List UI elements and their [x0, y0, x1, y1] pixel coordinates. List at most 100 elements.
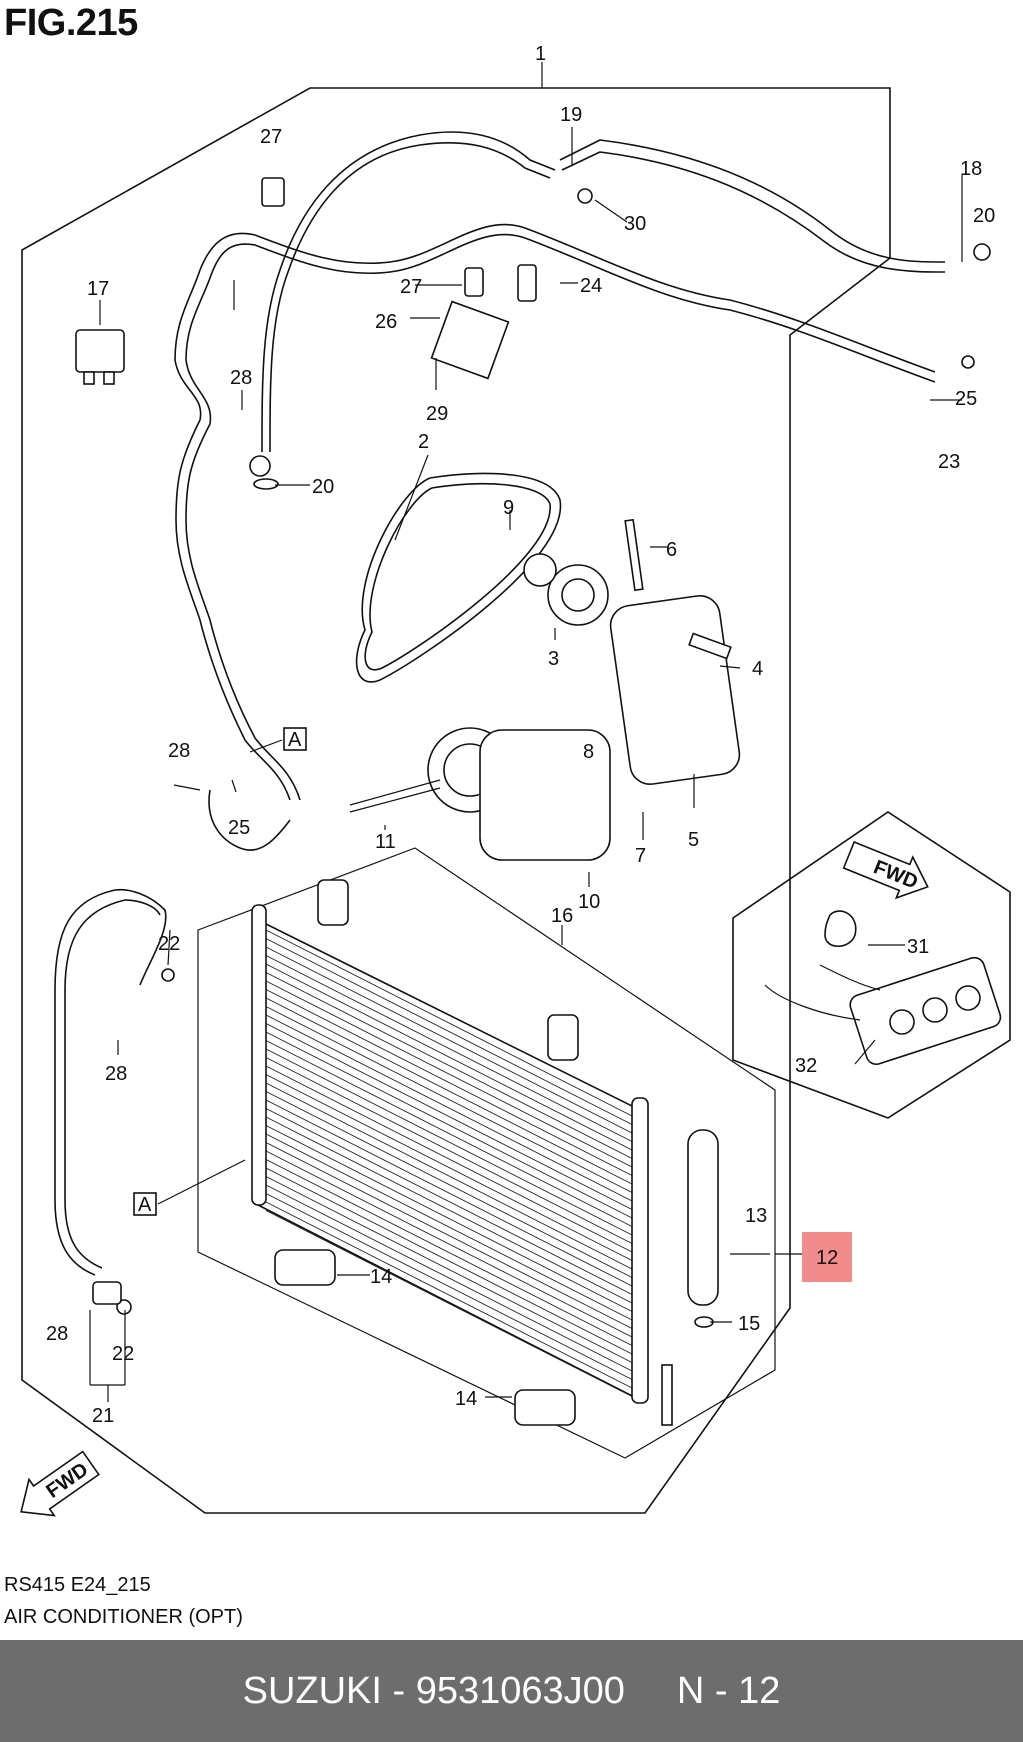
ac-compressor — [479, 729, 611, 861]
condenser-fin — [265, 1082, 633, 1270]
receiver-drier — [687, 1129, 719, 1306]
callout-23: 23 — [938, 451, 960, 473]
callout-14b: 14 — [455, 1388, 477, 1410]
condenser-fin — [265, 972, 633, 1159]
callout-19: 19 — [560, 104, 582, 126]
condenser-fin — [265, 980, 633, 1168]
condenser-fin — [265, 938, 633, 1125]
ref-box-a-top — [283, 727, 307, 751]
callout-10: 10 — [578, 891, 600, 913]
bolt-15 — [661, 1364, 673, 1426]
callout-18: 18 — [960, 158, 982, 180]
condenser-fin — [265, 1125, 633, 1312]
condenser-fin — [265, 955, 633, 1142]
bracket-clip-27 — [261, 177, 285, 207]
condenser — [251, 879, 649, 1404]
condenser-fin — [265, 1201, 633, 1389]
callout-28b: 28 — [168, 740, 190, 762]
condenser-fin — [265, 989, 633, 1176]
callout-28a: 28 — [230, 367, 252, 389]
callout-6: 6 — [666, 539, 677, 561]
callout-12: 12 — [816, 1247, 838, 1269]
pulley-washer — [523, 553, 557, 587]
callout-27a: 27 — [260, 126, 282, 148]
callout-3: 3 — [548, 648, 559, 670]
left-liquid-pipe — [174, 232, 291, 801]
callout-26: 26 — [375, 311, 397, 333]
figure-title: FIG.215 — [4, 2, 138, 44]
condenser-fin — [265, 997, 633, 1185]
condenser-group-boundary — [197, 847, 776, 1459]
compressor-bracket — [609, 595, 741, 785]
diagram-code: RS415 E24_215 — [4, 1574, 151, 1596]
callout-28c: 28 — [105, 1063, 127, 1085]
relay — [75, 329, 125, 373]
condenser-fin — [265, 1193, 633, 1380]
assembly-boundary — [21, 87, 891, 1514]
condenser-fin — [265, 1133, 633, 1321]
callout-22b: 22 — [112, 1343, 134, 1365]
condenser-fin — [265, 1065, 633, 1253]
callout-9: 9 — [503, 497, 514, 519]
condenser-fin — [265, 1116, 633, 1304]
ref-a-top: A — [288, 729, 302, 751]
callout-32: 32 — [795, 1055, 817, 1077]
bolt-6 — [624, 518, 644, 592]
highlight-box — [802, 1232, 852, 1282]
condenser-fin — [265, 1074, 633, 1261]
discharge-hose — [54, 889, 116, 1276]
control-knob-31 — [824, 910, 857, 948]
condenser-fin — [265, 1031, 633, 1219]
condenser-fin — [265, 1108, 633, 1295]
callout-24: 24 — [580, 275, 602, 297]
callout-7: 7 — [635, 845, 646, 867]
callout-11: 11 — [375, 831, 396, 853]
callout-25a: 25 — [955, 388, 977, 410]
callout-25b: 25 — [228, 817, 250, 839]
ref-box-a-bottom — [133, 1192, 157, 1216]
callout-20b: 20 — [312, 476, 334, 498]
callout-labels: 1 2 3 4 5 6 7 8 9 10 11 13 14 14 15 16 1… — [46, 43, 995, 1427]
condenser-fin — [265, 929, 633, 1117]
callout-2: 2 — [418, 431, 429, 453]
callout-27b: 27 — [400, 276, 422, 298]
condenser-fin — [265, 1040, 633, 1227]
fwd-arrow-icon: FWD — [20, 1450, 100, 1517]
page-number-text: N - 12 — [676, 1669, 781, 1712]
ref-a-bottom: A — [138, 1194, 152, 1216]
panel-cable — [764, 984, 861, 1021]
pressure-switch — [517, 264, 537, 302]
callout-22a: 22 — [158, 933, 180, 955]
condenser-fin — [265, 1184, 633, 1372]
condenser-fin — [265, 1159, 633, 1346]
condenser-fin — [265, 1142, 633, 1329]
condenser-fin — [265, 1167, 633, 1355]
callout-5: 5 — [688, 829, 699, 851]
callout-31: 31 — [907, 936, 929, 958]
part-number-text: SUZUKI - 9531063J00 — [242, 1669, 625, 1712]
liquid-pipe — [254, 223, 936, 373]
condenser-fin — [265, 1099, 633, 1287]
condenser-fin — [265, 1057, 633, 1244]
callout-20a: 20 — [973, 205, 995, 227]
callout-30: 30 — [624, 213, 646, 235]
condenser-fin — [265, 1014, 633, 1202]
part-banner: SUZUKI - 9531063J00 N - 12 — [0, 1640, 1023, 1742]
condenser-fin — [265, 963, 633, 1151]
callout-4: 4 — [752, 658, 763, 680]
condenser-fin — [265, 1048, 633, 1236]
condenser-cushion-lower — [514, 1389, 576, 1426]
callout-28d: 28 — [46, 1323, 68, 1345]
callout-1: 1 — [535, 43, 546, 65]
callout-16: 16 — [551, 905, 573, 927]
condenser-fin — [265, 946, 633, 1134]
drive-belt — [355, 472, 561, 683]
callout-21: 21 — [92, 1405, 114, 1427]
fwd-arrow-icon: FWD — [842, 840, 929, 900]
suction-hose — [559, 139, 946, 263]
condenser-fin — [265, 1150, 633, 1338]
high-pressure-hose — [261, 131, 556, 453]
callout-17: 17 — [87, 278, 109, 300]
condenser-fin — [265, 1091, 633, 1278]
callout-8: 8 — [583, 741, 594, 763]
